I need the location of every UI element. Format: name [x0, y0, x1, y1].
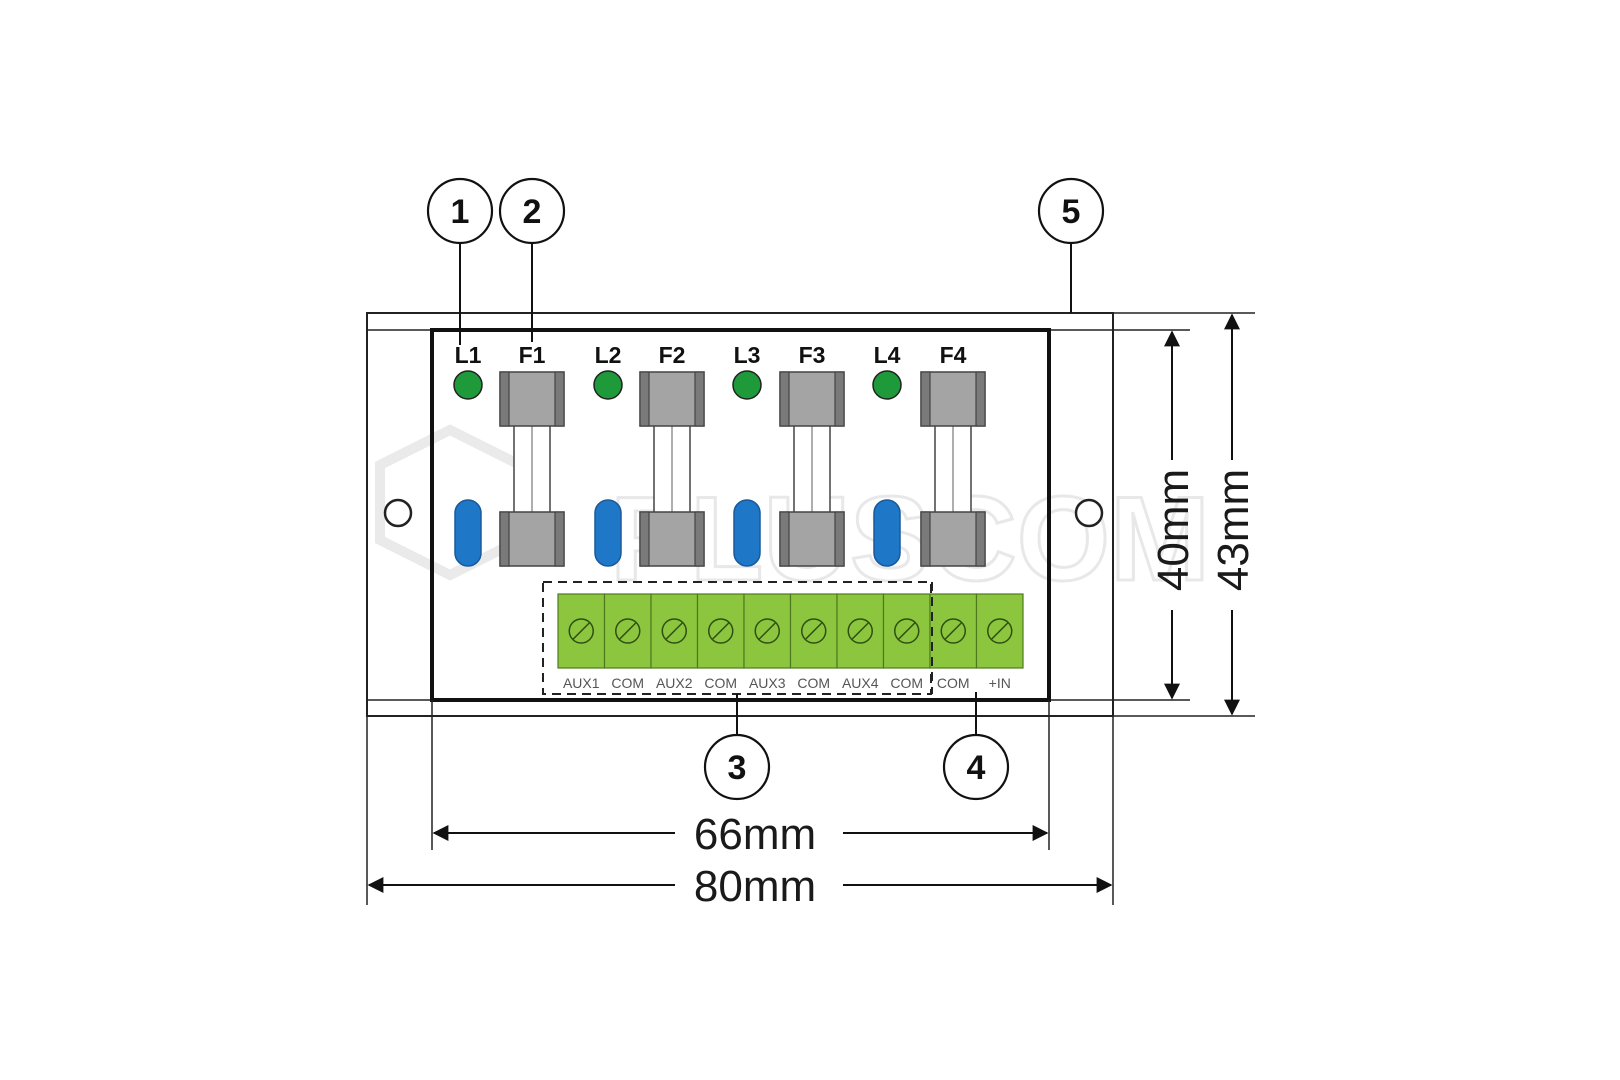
terminal-label-5: AUX3 — [749, 675, 786, 691]
fuse-label-3: F3 — [799, 342, 826, 368]
fuse-label-4: F4 — [940, 342, 967, 368]
terminal-label-9: COM — [937, 675, 970, 691]
led-indicator-2 — [593, 370, 623, 400]
terminal-label-8: COM — [890, 675, 923, 691]
terminal-3 — [650, 593, 699, 669]
pcb-board — [430, 328, 1051, 702]
terminal-10 — [975, 593, 1024, 669]
terminal-2 — [603, 593, 652, 669]
mounting-hole-right — [1074, 498, 1104, 528]
blue-indicator-1 — [454, 499, 482, 567]
led-indicator-3 — [732, 370, 762, 400]
led-label-3: L3 — [734, 342, 761, 368]
terminal-4 — [696, 593, 745, 669]
callout-number-2: 2 — [523, 193, 542, 231]
callout-number-1: 1 — [451, 193, 470, 231]
led-indicator-4 — [872, 370, 902, 400]
callout-circle-4 — [942, 733, 1010, 801]
leds-group: L1 L2 L3 L4 — [453, 342, 902, 567]
terminal-6 — [789, 593, 838, 669]
dim-outer-width: 80mm — [694, 862, 816, 911]
blue-indicator-3 — [733, 499, 761, 567]
mounting-plate — [366, 312, 1114, 717]
dim-inner-width: 66mm — [694, 810, 816, 859]
terminal-block: AUX1 COM AUX2 COM AUX3 COM AUX4 COM COM +IN — [557, 593, 1024, 691]
terminal-label-2: COM — [611, 675, 644, 691]
callout-circle-1 — [426, 177, 494, 245]
blue-indicator-4 — [873, 499, 901, 567]
terminal-1 — [557, 593, 606, 669]
dim-outer-height: 43mm — [1209, 469, 1258, 591]
callout-number-3: 3 — [728, 749, 747, 787]
terminal-8 — [882, 593, 931, 669]
led-label-2: L2 — [595, 342, 622, 368]
fuse-4 — [920, 371, 986, 567]
terminal-9 — [929, 593, 978, 669]
terminal-7 — [836, 593, 885, 669]
terminal-label-10: +IN — [989, 675, 1011, 691]
watermark-text: PLUSCOM — [610, 472, 1210, 606]
fuse-label-2: F2 — [659, 342, 686, 368]
terminal-label-6: COM — [797, 675, 830, 691]
fuse-3 — [779, 371, 845, 567]
mounting-hole-left — [383, 498, 413, 528]
watermark: PLUSCOM — [375, 424, 1212, 608]
callout-number-5: 5 — [1062, 193, 1081, 231]
led-indicator-1 — [453, 370, 483, 400]
led-label-1: L1 — [455, 342, 482, 368]
callout-number-4: 4 — [967, 749, 986, 787]
terminal-label-3: AUX2 — [656, 675, 693, 691]
dimension-lines: 66mm 80mm 40mm 43mm — [366, 312, 1258, 911]
dim-inner-height: 40mm — [1149, 469, 1198, 591]
terminal-label-4: COM — [704, 675, 737, 691]
terminal-5 — [743, 593, 792, 669]
fuses-group: F1 F2 F3 F4 — [499, 342, 986, 567]
fuse-2 — [639, 371, 705, 567]
blue-indicator-2 — [594, 499, 622, 567]
callout-circle-2 — [498, 177, 566, 245]
terminal-label-7: AUX4 — [842, 675, 879, 691]
fuse-1 — [499, 371, 565, 567]
callout-circle-3 — [703, 733, 771, 801]
callouts-group: 1 2 3 4 5 — [426, 177, 1105, 801]
led-label-4: L4 — [874, 342, 901, 368]
terminal-label-1: AUX1 — [563, 675, 600, 691]
callout-circle-5 — [1037, 177, 1105, 245]
fuse-label-1: F1 — [519, 342, 546, 368]
